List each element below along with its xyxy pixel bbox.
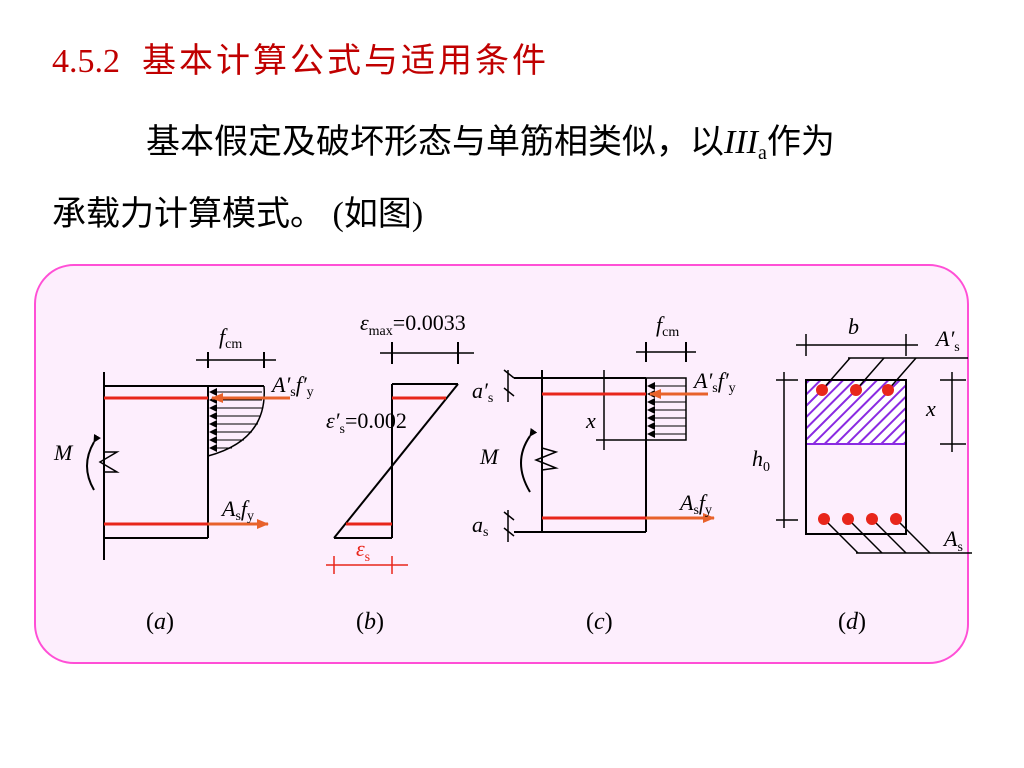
break-mark-a xyxy=(98,451,120,473)
stress-block-c xyxy=(645,377,687,441)
diagram-c xyxy=(503,342,696,542)
label-a-bottom-force: Asfy xyxy=(220,496,254,524)
leader-d-top-2 xyxy=(855,357,885,391)
label-c-moment: M xyxy=(479,444,500,469)
moment-arc-c xyxy=(520,427,538,493)
label-b-es: εs xyxy=(356,536,370,565)
caption-d: (d) xyxy=(838,609,866,635)
caption-a: (a) xyxy=(146,609,174,635)
label-d-h0: h0 xyxy=(752,446,770,475)
diagram-a xyxy=(86,352,276,560)
label-c-bottom-force: Asfy xyxy=(678,490,712,518)
stress-arrows-a xyxy=(209,388,262,452)
caption-c: (c) xyxy=(586,609,613,635)
label-d-x: x xyxy=(925,396,936,421)
label-c-cover-top: a′s xyxy=(472,378,493,406)
stage-subscript: a xyxy=(757,142,767,164)
paragraph-line-1: 基本假定及破坏形态与单筋相类似，以IIIa作为 xyxy=(52,112,982,184)
rebar-dot-bottom-3 xyxy=(866,513,878,525)
label-d-bottom-steel: As xyxy=(942,526,963,555)
paragraph-line-2: 承载力计算模式。 (如图) xyxy=(52,196,424,233)
label-c-cover-bottom: as xyxy=(472,512,488,540)
label-d-b: b xyxy=(848,314,859,339)
stage-symbol: III xyxy=(724,124,758,161)
body-paragraph: 基本假定及破坏形态与单筋相类似，以IIIa作为 承载力计算模式。 (如图) xyxy=(52,112,982,246)
label-c-top-force: A′sf′y xyxy=(692,368,736,396)
rebar-dot-top-2 xyxy=(850,384,862,396)
section-number: 4.5.2 xyxy=(52,43,120,80)
leader-d-top-3 xyxy=(887,357,917,391)
diagram-d xyxy=(776,334,972,554)
label-c-fcm: fcm xyxy=(656,312,679,340)
strain-es-dim xyxy=(326,556,408,574)
label-a-fcm: fcm xyxy=(219,324,242,352)
paragraph-text-1: 基本假定及破坏形态与单筋相类似，以 xyxy=(146,124,724,161)
paragraph-text-1b: 作为 xyxy=(766,124,835,161)
break-mark-c xyxy=(533,447,559,471)
label-a-top-force: A′sf′y xyxy=(270,372,314,400)
rebar-dot-bottom-1 xyxy=(818,513,830,525)
rebar-dot-bottom-4 xyxy=(890,513,902,525)
label-c-x: x xyxy=(585,408,596,433)
caption-b: (b) xyxy=(356,609,384,635)
figure-panel xyxy=(34,264,969,664)
label-b-ecomp: ε′s=0.002 xyxy=(326,408,407,437)
leader-d-bottom-3 xyxy=(871,518,907,554)
label-a-moment: M xyxy=(53,440,74,465)
strain-diagonal xyxy=(333,383,459,539)
label-b-emax: εmax=0.0033 xyxy=(360,310,466,339)
section-title: 基本计算公式与适用条件 xyxy=(142,43,549,80)
rebar-dot-top-3 xyxy=(882,384,894,396)
leader-d-bottom-2 xyxy=(847,518,883,554)
label-d-top-steel: A′s xyxy=(934,326,960,355)
rebar-dot-bottom-2 xyxy=(842,513,854,525)
leader-d-bottom-1 xyxy=(823,518,859,554)
cross-section-outline xyxy=(805,379,907,535)
leader-d-top-1 xyxy=(821,357,851,391)
section-heading: 4.5.2 基本计算公式与适用条件 xyxy=(52,42,549,83)
leader-d-bottom-4 xyxy=(895,518,931,554)
rebar-dot-top-1 xyxy=(816,384,828,396)
diagram-b xyxy=(333,342,474,539)
moment-arc-a xyxy=(86,433,101,491)
